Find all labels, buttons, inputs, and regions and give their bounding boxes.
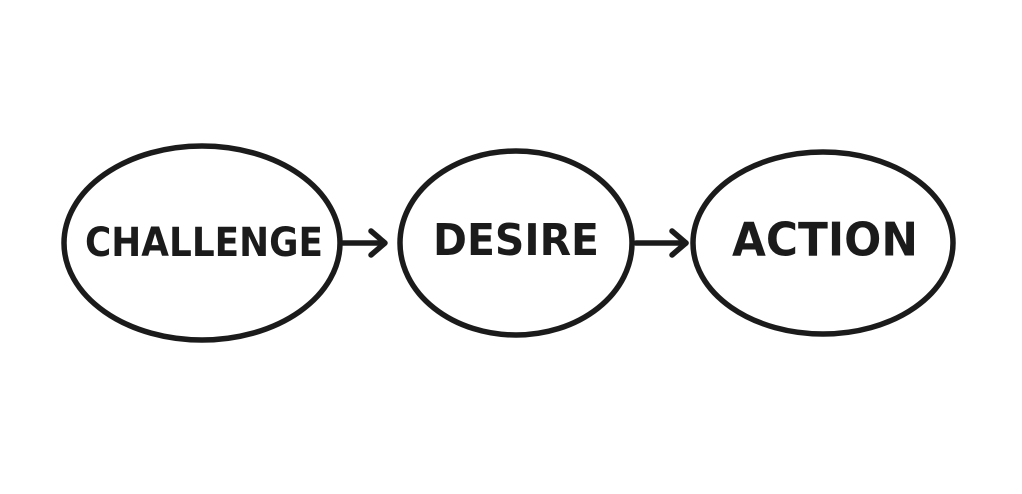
connector-challenge-desire bbox=[340, 228, 388, 258]
connector-desire-action-arrowhead bbox=[669, 228, 689, 258]
connector-challenge-desire-arrowhead bbox=[368, 228, 388, 258]
node-action: ACTION bbox=[690, 149, 956, 337]
node-challenge-label: CHALLENGE bbox=[85, 220, 323, 266]
connector-desire-action bbox=[633, 228, 689, 258]
node-challenge: CHALLENGE bbox=[61, 143, 343, 343]
node-action-outline bbox=[690, 149, 956, 337]
node-challenge-outline bbox=[61, 143, 343, 343]
node-desire: DESIRE bbox=[397, 148, 635, 338]
node-action-label: ACTION bbox=[732, 213, 918, 267]
node-desire-outline bbox=[397, 148, 635, 338]
node-desire-label: DESIRE bbox=[433, 215, 599, 266]
